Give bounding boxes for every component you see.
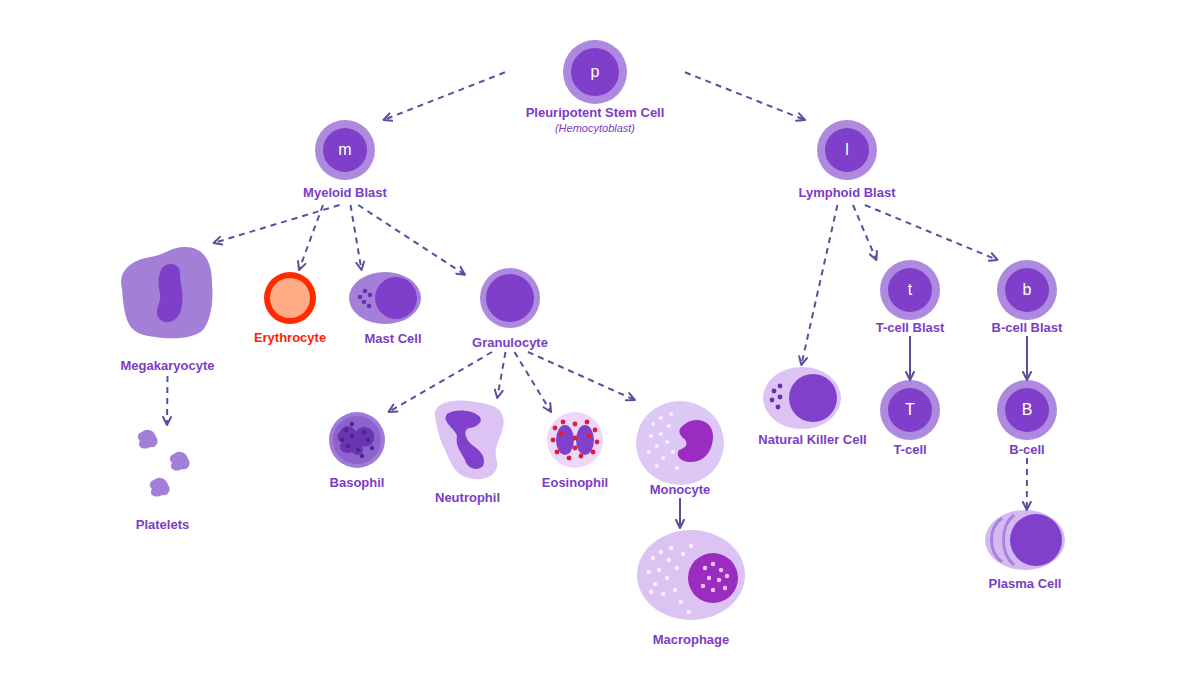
cell-subtitle: (Hemocytoblast) <box>505 120 685 136</box>
cell-label: Plasma Cell <box>980 575 1070 593</box>
neutrophil-cell: Neutrophil <box>425 398 510 508</box>
b-cell: B B-cell <box>990 380 1064 458</box>
lineage-arrow <box>351 205 362 270</box>
lineage-arrow <box>1026 336 1028 380</box>
cell-letter: B <box>1012 399 1042 421</box>
megakaryocyte-cell: Megakaryocyte <box>110 243 225 376</box>
granulocyte-cell: Granulocyte <box>465 268 555 352</box>
lineage-arrow <box>358 205 465 275</box>
lineage-arrow <box>685 72 805 120</box>
eosinophil-cell: Eosinophil <box>535 412 615 492</box>
cell-label: Granulocyte <box>465 334 555 352</box>
lineage-arrow <box>389 352 493 412</box>
cell-label: Basophil <box>322 474 392 492</box>
myeloid-blast: mMyeloid Blast <box>290 120 400 205</box>
cell-label: Erythrocyte <box>245 329 335 347</box>
t-cell: T T-cell <box>873 380 947 458</box>
lineage-arrow <box>299 205 323 270</box>
cell-letter: l <box>832 139 862 161</box>
stem-cell: pPleuripotent Stem Cell(Hemocytoblast) <box>505 40 685 138</box>
cell-label: Mast Cell <box>348 330 438 348</box>
cell-letter: b <box>1012 279 1042 301</box>
plasma-cell: Plasma Cell <box>980 510 1070 594</box>
lineage-arrow <box>214 205 340 243</box>
cell-illustration <box>633 528 749 650</box>
cell-label: Natural Killer Cell <box>750 431 875 449</box>
lineage-arrow <box>528 352 635 400</box>
cell-label: Myeloid Blast <box>290 184 400 202</box>
lineage-arrow <box>1026 458 1028 510</box>
cell-label: Eosinophil <box>535 474 615 492</box>
mast-cell: Mast Cell <box>348 270 438 346</box>
lineage-arrow <box>801 205 837 365</box>
t-cell-blast: tT-cell Blast <box>868 260 952 336</box>
cell-letter: m <box>330 139 360 161</box>
cell-illustration <box>110 243 225 376</box>
cell-letter: t <box>895 279 925 301</box>
erythrocyte-cell: Erythrocyte <box>245 270 335 346</box>
cell-label: T-cell <box>873 441 947 459</box>
cell-label: Megakaryocyte <box>110 357 225 375</box>
lineage-arrow <box>865 205 998 260</box>
lineage-arrow <box>166 376 169 425</box>
cell-label: Neutrophil <box>425 489 510 507</box>
monocyte-cell: Monocyte <box>633 400 727 498</box>
platelets-group: Platelets <box>125 425 200 535</box>
lineage-arrow <box>679 498 681 528</box>
lineage-arrow <box>515 352 552 412</box>
cell-label: Monocyte <box>633 481 727 499</box>
lineage-arrow <box>853 205 876 260</box>
lineage-arrow <box>384 72 506 120</box>
cell-label: Macrophage <box>633 631 749 649</box>
b-cell-blast: bB-cell Blast <box>985 260 1069 336</box>
basophil-cell: Basophil <box>322 412 392 492</box>
lymphoid-blast: lLymphoid Blast <box>787 120 907 205</box>
cell-label: B-cell <box>990 441 1064 459</box>
cell-letter: p <box>580 61 610 83</box>
cell-label: Platelets <box>125 516 200 534</box>
cell-letter: T <box>895 399 925 421</box>
cell-label: T-cell Blast <box>868 319 952 337</box>
nk-cell: Natural Killer Cell <box>750 365 875 449</box>
cell-label: Lymphoid Blast <box>787 184 907 202</box>
lineage-arrow <box>497 352 505 398</box>
cell-label: Pleuripotent Stem Cell <box>505 104 685 122</box>
lineage-arrow <box>909 336 911 380</box>
cell-label: B-cell Blast <box>985 319 1069 337</box>
macrophage-cell: Macrophage <box>633 528 749 650</box>
